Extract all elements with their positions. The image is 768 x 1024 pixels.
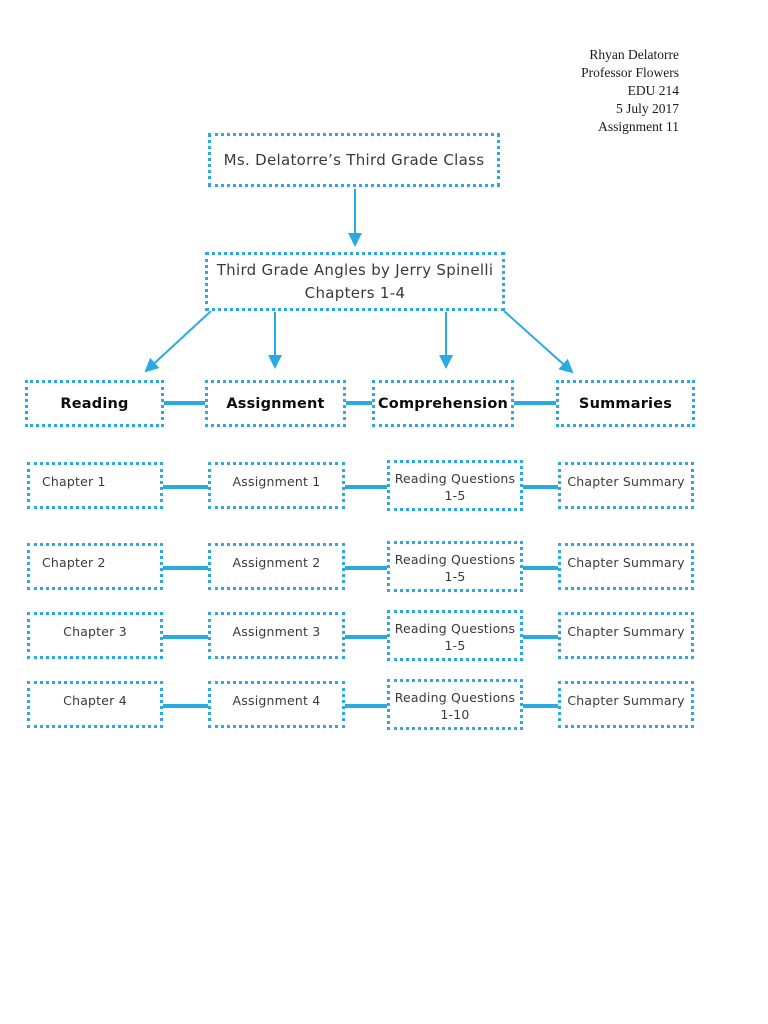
assignment-box: Assignment 2 [208,543,345,590]
assignment-box: Assignment 3 [208,612,345,659]
column-header-assignment-label: Assignment [226,395,325,412]
heading-professor: Professor Flowers [581,65,679,80]
chapter-box: Chapter 3 [27,612,163,659]
reading-questions-label: Reading Questions [394,621,516,636]
reading-questions-box: Reading Questions 1-10 [387,679,523,730]
heading-author: Rhyan Delatorre [589,47,679,62]
assignment-box: Assignment 1 [208,462,345,509]
node-book-chapters: Chapters 1-4 [304,283,406,302]
column-header-reading-label: Reading [60,395,129,412]
column-header-reading: Reading [25,380,164,427]
chapter-box: Chapter 1 [27,462,163,509]
chapter-label: Chapter 2 [42,555,106,570]
chapter-box: Chapter 2 [27,543,163,590]
column-header-comprehension-label: Comprehension [377,395,509,412]
reading-questions-label: Reading Questions [394,690,516,705]
reading-questions-box: Reading Questions 1-5 [387,541,523,592]
node-class: Ms. Delatorre’s Third Grade Class [208,133,500,187]
chapter-summary-label: Chapter Summary [567,624,685,639]
node-book-title: Third Grade Angles by Jerry Spinelli [216,260,494,279]
assignment-box: Assignment 4 [208,681,345,728]
chapter-summary-label: Chapter Summary [567,474,685,489]
assignment-label: Assignment 3 [232,624,321,639]
column-header-comprehension: Comprehension [372,380,514,427]
chapter-summary-box: Chapter Summary [558,681,694,728]
reading-questions-range: 1-5 [444,638,466,653]
heading-course: EDU 214 [627,83,679,98]
reading-questions-range: 1-5 [444,569,466,584]
chapter-summary-box: Chapter Summary [558,462,694,509]
chapter-summary-box: Chapter Summary [558,612,694,659]
node-class-label: Ms. Delatorre’s Third Grade Class [223,151,485,169]
arrow-book-to-reading [144,310,212,373]
assignment-label: Assignment 4 [232,693,321,708]
chapter-summary-label: Chapter Summary [567,693,685,708]
chapter-summary-box: Chapter Summary [558,543,694,590]
chapter-box: Chapter 4 [27,681,163,728]
reading-questions-box: Reading Questions 1-5 [387,610,523,661]
mla-heading-block: Rhyan Delatorre Professor Flowers EDU 21… [581,46,679,136]
column-header-assignment: Assignment [205,380,346,427]
node-book: Third Grade Angles by Jerry Spinelli Cha… [205,252,505,311]
chapter-summary-label: Chapter Summary [567,555,685,570]
reading-questions-label: Reading Questions [394,471,516,486]
assignment-label: Assignment 1 [232,474,321,489]
heading-assignment: Assignment 11 [598,119,679,134]
reading-questions-range: 1-10 [440,707,470,722]
chapter-label: Chapter 3 [63,624,127,639]
column-header-summaries-label: Summaries [578,395,673,412]
arrow-book-to-summaries [503,310,574,374]
reading-questions-box: Reading Questions 1-5 [387,460,523,511]
column-header-summaries: Summaries [556,380,695,427]
reading-questions-label: Reading Questions [394,552,516,567]
chapter-label: Chapter 1 [42,474,106,489]
reading-questions-range: 1-5 [444,488,466,503]
heading-date: 5 July 2017 [615,101,679,116]
chapter-label: Chapter 4 [63,693,127,708]
assignment-label: Assignment 2 [232,555,321,570]
